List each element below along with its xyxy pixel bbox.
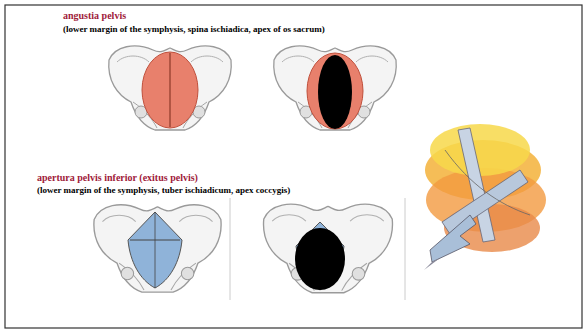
plane-oval [307, 53, 363, 129]
pelvis-drawing [264, 204, 393, 293]
heading: apertura pelvis inferior (exitus pelvis) [37, 172, 198, 184]
heading: angustia pelvis [63, 10, 126, 22]
landmark-note: (lower margin of the symphysis, spina is… [63, 24, 325, 34]
outlet-rhombus [296, 222, 344, 290]
black-oval [295, 228, 345, 290]
separator [230, 198, 231, 300]
diameter-line [155, 212, 156, 288]
diameter-line [170, 53, 171, 127]
separator [405, 198, 406, 300]
outlet-rhombus [128, 212, 182, 288]
pelvis-drawing [274, 46, 397, 130]
slide-border [5, 5, 582, 328]
plane-oval [142, 52, 198, 128]
pelvic-planes-3d [424, 124, 546, 270]
pelvis-drawing [94, 205, 221, 292]
landmark-note: (lower margin of the symphysis, tuber is… [37, 185, 290, 195]
pelvis-drawing [109, 46, 232, 130]
black-oval [318, 55, 352, 129]
